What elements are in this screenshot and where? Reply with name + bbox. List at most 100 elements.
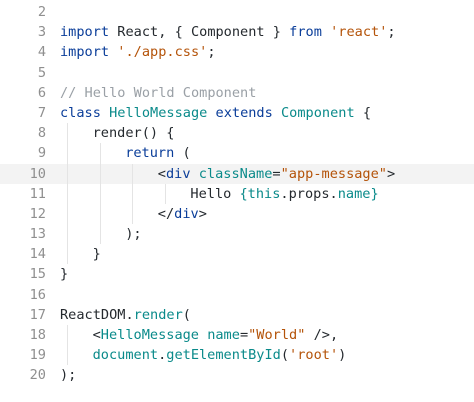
code-token: return <box>125 145 175 162</box>
code-token: />, <box>305 327 339 343</box>
code-text: } <box>93 244 101 264</box>
code-token: document <box>92 347 159 364</box>
code-line[interactable]: 4 import './app.css'; <box>0 42 474 62</box>
code-line[interactable]: 2 <box>0 2 474 22</box>
code-token: div <box>174 205 199 222</box>
code-text: document.getElementById('root') <box>93 345 347 365</box>
code-token: ) <box>338 347 347 364</box>
code-token: ; <box>207 44 216 61</box>
line-number: 19 <box>29 347 46 364</box>
code-token: > <box>387 165 396 182</box>
line-number: 20 <box>29 367 46 384</box>
code-text: import './app.css'; <box>60 42 216 62</box>
code-token: div <box>165 165 191 182</box>
code-token: ( <box>174 145 191 162</box>
indent-guide <box>164 183 166 204</box>
line-number: 10 <box>29 165 46 182</box>
line-number: 8 <box>37 125 46 142</box>
code-token: className <box>198 165 273 182</box>
code-token <box>191 166 199 182</box>
indent-guide <box>99 183 101 204</box>
code-token: < <box>157 165 166 182</box>
code-token: { <box>354 104 372 121</box>
code-text: ); <box>60 365 76 385</box>
code-line[interactable]: 13); <box>0 224 474 245</box>
code-token: './app.css' <box>117 44 208 61</box>
indent-guide <box>67 224 68 245</box>
code-token <box>207 105 215 121</box>
code-token: < <box>92 327 101 343</box>
code-token: Component <box>281 104 355 121</box>
code-line[interactable]: 20); <box>0 365 474 385</box>
code-line[interactable]: 16 <box>0 285 474 305</box>
code-token: .props. <box>280 185 338 202</box>
code-token: > <box>198 205 207 222</box>
code-token <box>101 105 109 121</box>
code-token: // Hello World Component <box>60 84 257 101</box>
code-line[interactable]: 8 render() { <box>0 123 474 144</box>
line-number: 12 <box>29 205 46 222</box>
code-text: <div className="app-message"> <box>158 164 395 184</box>
line-number: 15 <box>29 266 46 283</box>
indent-guide <box>67 143 68 164</box>
indent-guide <box>67 183 68 204</box>
indent-guide <box>67 244 68 265</box>
code-token: "World" <box>248 327 306 343</box>
code-line[interactable]: 6 // Hello World Component <box>0 83 474 103</box>
indent-guide <box>67 203 68 225</box>
code-line[interactable]: 12 </div> <box>0 203 474 225</box>
line-number: 7 <box>37 104 46 121</box>
indent-guide <box>132 203 134 225</box>
code-token: {this <box>239 185 281 202</box>
code-line[interactable]: 14} <box>0 244 474 265</box>
indent-guide <box>132 163 134 184</box>
indent-guide <box>132 183 134 204</box>
code-text: } <box>60 264 68 284</box>
code-line[interactable]: 9 return ( <box>0 143 474 164</box>
code-token: } <box>60 266 69 283</box>
code-token: import <box>60 44 110 61</box>
indent-guide <box>99 203 101 225</box>
code-token: = <box>239 327 249 343</box>
line-number: 6 <box>37 84 46 101</box>
code-line[interactable]: 5 <box>0 63 474 83</box>
code-text: return ( <box>125 143 190 163</box>
code-text: Hello {this.props.name} <box>190 184 378 204</box>
indent-guide <box>67 123 68 144</box>
code-token <box>273 105 281 121</box>
code-token: = <box>272 165 281 182</box>
code-text: ReactDOM.render( <box>60 305 191 325</box>
code-text: render() { <box>93 123 175 143</box>
code-token: 'root' <box>289 347 339 364</box>
code-token <box>199 327 207 343</box>
code-token: ( <box>280 347 290 364</box>
code-token: "app-message" <box>280 165 387 182</box>
code-token: . <box>158 347 167 364</box>
code-token: import <box>60 24 110 41</box>
code-token: getElementById <box>166 347 281 364</box>
code-line[interactable]: 18<HelloMessage name="World" />, <box>0 325 474 346</box>
line-number: 4 <box>37 44 46 61</box>
line-number: 14 <box>29 246 46 263</box>
code-token: extends <box>215 104 273 121</box>
code-line[interactable]: 11 Hello {this.props.name} <box>0 183 474 204</box>
code-token: ReactDOM. <box>60 306 134 323</box>
code-text: <HelloMessage name="World" />, <box>93 325 339 345</box>
code-token <box>322 24 330 40</box>
code-text: import React, { Component } from 'react'… <box>60 22 396 42</box>
line-number: 9 <box>37 145 46 162</box>
code-line[interactable]: 10 <div className="app-message"> <box>0 163 474 184</box>
line-number: 16 <box>29 286 46 303</box>
code-token: </ <box>157 205 175 222</box>
code-line[interactable]: 19 document.getElementById('root') <box>0 345 474 366</box>
line-number: 11 <box>29 185 46 202</box>
code-token: render() { <box>92 125 175 142</box>
code-token: from <box>289 24 322 41</box>
code-line[interactable]: 15} <box>0 264 474 284</box>
indent-guide <box>99 143 101 164</box>
